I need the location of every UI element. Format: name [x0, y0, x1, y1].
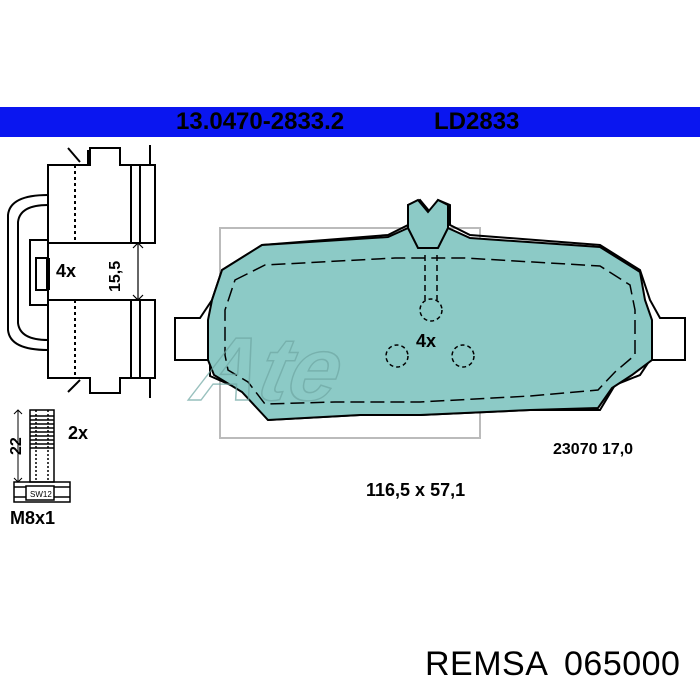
wrench-size-label: SW12 — [30, 490, 52, 499]
hole-quantity: 4x — [416, 331, 437, 351]
article-number: 065000 — [564, 645, 681, 683]
header-bar: 13.0470-2833.2 LD2833 — [0, 107, 700, 137]
brand-name: REMSA — [425, 645, 549, 683]
brake-pad-drawing: Ate — [174, 198, 686, 439]
wvn-thickness: 23070 17,0 — [553, 441, 634, 458]
pad-dimensions: 116,5 x 57,1 — [366, 480, 466, 500]
clip-quantity: 4x — [56, 261, 77, 281]
ate-watermark-logo: Ate — [184, 320, 352, 420]
bolt-drawing — [13, 409, 71, 503]
bolt-quantity: 2x — [68, 423, 89, 443]
reference-number: LD2833 — [434, 108, 520, 135]
bolt-length: 22 — [8, 437, 25, 455]
clip-dimension: 15,5 — [107, 260, 124, 292]
bolt-thread: M8x1 — [10, 508, 56, 528]
part-number: 13.0470-2833.2 — [176, 108, 345, 135]
spring-clip-drawing — [7, 145, 156, 398]
friction-material — [207, 198, 653, 422]
